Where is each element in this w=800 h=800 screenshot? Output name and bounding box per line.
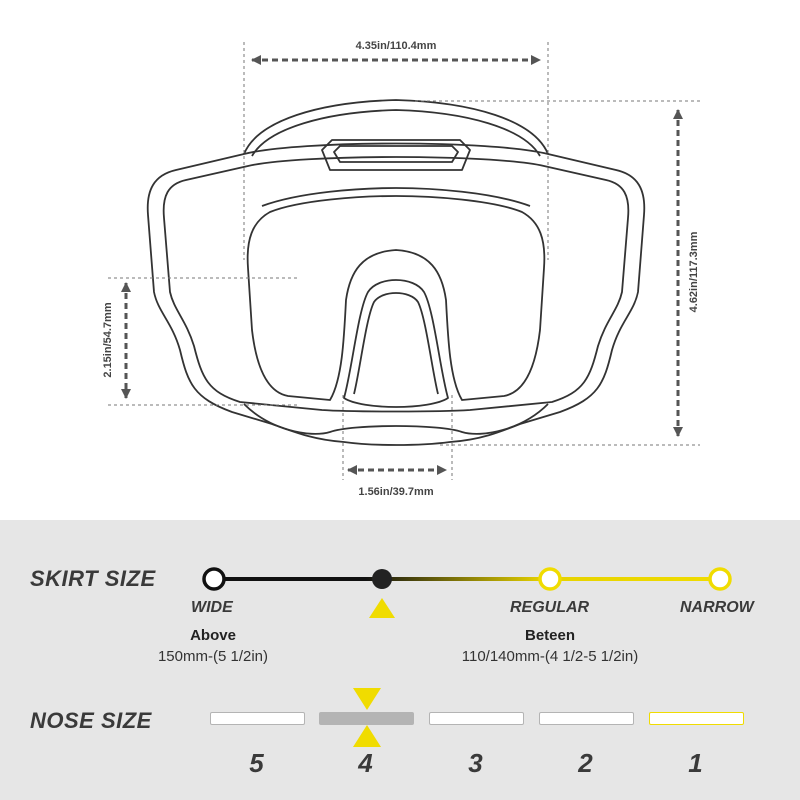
skirt-wide-label: WIDE (191, 599, 233, 616)
skirt-selected-pointer (369, 598, 395, 618)
skirt-wide-marker (202, 567, 226, 591)
nose-size-bar-1 (649, 712, 744, 725)
skirt-size-title: SKIRT SIZE (30, 566, 156, 591)
mask-nose-pocket-inner (353, 292, 439, 395)
mask-lower-skirt (243, 403, 549, 435)
nose-size-label-3: 3 (468, 748, 483, 778)
mask-dimension-diagram: 4.35in/110.4mm 4.62in/117.3mm 2.15in/54.… (102, 40, 700, 498)
dimension-arrows (121, 55, 683, 475)
nose-size-bar-5 (210, 712, 305, 725)
wide-fit-range: 150mm-(5 1/2in) (157, 648, 269, 665)
skirt-selected-marker (372, 569, 392, 589)
mask-frame-top-inner (251, 109, 541, 157)
nose-size-label-2: 2 (578, 748, 593, 778)
mask-frame-top (243, 99, 549, 155)
mask-inner-frame (162, 156, 630, 413)
nose-pointer-up (353, 725, 381, 747)
nose-selected-indicator (353, 688, 381, 747)
nose-size-bar-4 (319, 712, 414, 725)
mask-top-vent (321, 139, 471, 171)
height-dimension-label: 4.62in/117.3mm (688, 231, 700, 312)
skirt-narrow-marker (708, 567, 732, 591)
regular-fit-range: 110/140mm-(4 1/2-5 1/2in) (461, 648, 639, 665)
size-guide-panel: SKIRT SIZE WIDE REGULAR NARROW Above 150… (0, 520, 800, 800)
wide-fit-heading: Above (190, 627, 236, 644)
width-dimension-label: 4.35in/110.4mm (356, 40, 437, 52)
mask-lens-inner (261, 187, 531, 207)
nose-size-bar-3 (429, 712, 524, 725)
skirt-regular-label: REGULAR (510, 599, 590, 616)
mask-top-vent-inner (333, 145, 459, 163)
nose-size-label-5: 5 (249, 748, 264, 778)
nose-width-dimension-label: 1.56in/39.7mm (358, 486, 433, 498)
nose-size-bar-2 (539, 712, 634, 725)
regular-fit-heading: Beteen (524, 627, 576, 644)
mask-lens (246, 195, 546, 401)
nose-size-title: NOSE SIZE (30, 708, 152, 733)
nose-size-label-1: 1 (688, 748, 703, 778)
lens-height-dimension-label: 2.15in/54.7mm (102, 302, 114, 377)
mask-nose-pocket (343, 279, 449, 408)
nose-size-label-4: 4 (358, 748, 373, 778)
skirt-narrow-label: NARROW (680, 599, 754, 616)
mask-outline (146, 99, 646, 446)
skirt-size-scale (202, 567, 732, 618)
nose-pointer-down (353, 688, 381, 710)
extension-lines (108, 42, 700, 480)
skirt-regular-marker (538, 567, 562, 591)
mask-outer-frame (146, 142, 646, 446)
